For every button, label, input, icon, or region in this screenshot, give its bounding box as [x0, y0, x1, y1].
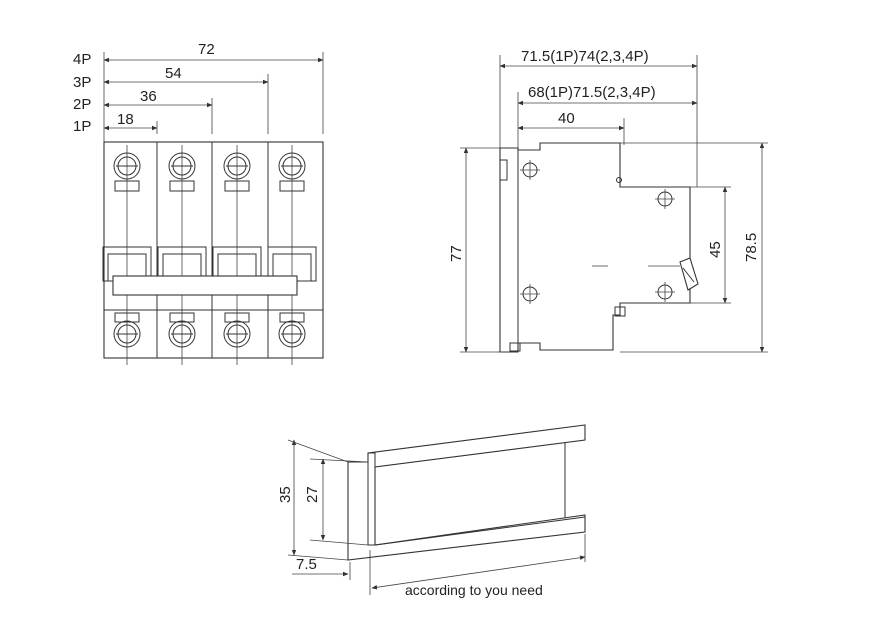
height-78-5-label: 78.5	[743, 233, 760, 262]
front-poles	[102, 145, 317, 365]
rail-flange-7-5-label: 7.5	[296, 556, 317, 573]
pole-label-3p: 3P	[73, 74, 91, 91]
rail-height-35-label: 35	[277, 486, 294, 503]
rail-profile	[347, 424, 586, 561]
width-36: 36	[140, 88, 157, 105]
depth-inner-label: 40	[558, 110, 575, 127]
din-rail: 35 27 7.5 according to you need	[277, 424, 586, 598]
side-screws	[520, 160, 675, 304]
height-77-label: 77	[448, 245, 465, 262]
width-54: 54	[165, 65, 182, 82]
depth-mid-label: 68(1P)71.5(2,3,4P)	[528, 84, 656, 101]
front-view: 4P 3P 2P 1P 72 54 36 18	[73, 41, 324, 365]
pole-1	[102, 145, 152, 365]
depth-top-label: 71.5(1P)74(2,3,4P)	[521, 48, 649, 65]
pole-label-4p: 4P	[73, 51, 91, 68]
pole-label-2p: 2P	[73, 96, 91, 113]
pole-2	[157, 145, 207, 365]
side-view: 71.5(1P)74(2,3,4P) 68(1P)71.5(2,3,4P) 40…	[448, 48, 768, 353]
handle-tie-bar	[112, 275, 298, 296]
pole-4	[267, 145, 317, 365]
rail-length-note: according to you need	[405, 582, 543, 598]
rail-height-27-label: 27	[304, 486, 321, 503]
width-18: 18	[117, 111, 134, 128]
height-45-label: 45	[707, 241, 724, 258]
pole-label-1p: 1P	[73, 118, 91, 135]
width-72: 72	[198, 41, 215, 58]
breaker-side-body	[499, 142, 691, 353]
